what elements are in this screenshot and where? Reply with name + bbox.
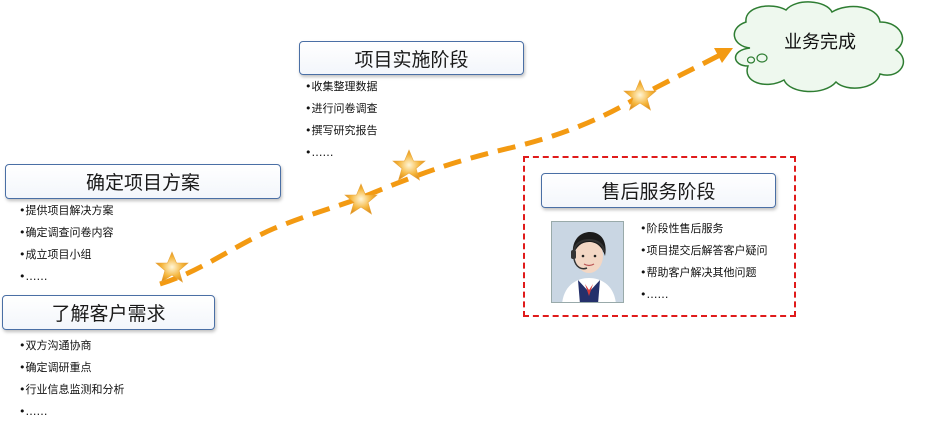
list-item: …… [640, 284, 768, 306]
stage-implement-title: 项目实施阶段 [299, 41, 524, 75]
list-item: 双方沟通协商 [19, 335, 125, 357]
stage-plan-title: 确定项目方案 [5, 164, 281, 199]
list-item: 收集整理数据 [305, 76, 378, 98]
star-icon [623, 79, 657, 111]
stage-plan-list: 提供项目解决方案 确定调查问卷内容 成立项目小组 …… [19, 200, 114, 288]
headset-agent-icon [552, 222, 623, 302]
aftersales-frame [523, 156, 796, 317]
star-icon [155, 251, 189, 283]
list-item: 确定调查问卷内容 [19, 222, 114, 244]
stage-implement-list: 收集整理数据 进行问卷调查 撰写研究报告 …… [305, 76, 378, 164]
star-icon [392, 149, 426, 181]
list-item: …… [305, 142, 378, 164]
stage-aftersales-list: 阶段性售后服务 项目提交后解答客户疑问 帮助客户解决其他问题 …… [640, 218, 768, 306]
list-item: 成立项目小组 [19, 244, 114, 266]
list-item: 行业信息监测和分析 [19, 379, 125, 401]
stage-understand-list: 双方沟通协商 确定调研重点 行业信息监测和分析 …… [19, 335, 125, 423]
list-item: 进行问卷调查 [305, 98, 378, 120]
list-item: 阶段性售后服务 [640, 218, 768, 240]
path-arrowhead [714, 48, 733, 63]
list-item: 确定调研重点 [19, 357, 125, 379]
list-item: …… [19, 266, 114, 288]
completion-label: 业务完成 [784, 32, 856, 53]
list-item: 提供项目解决方案 [19, 200, 114, 222]
star-icon [344, 183, 378, 215]
support-agent-photo [551, 221, 624, 303]
list-item: 帮助客户解决其他问题 [640, 262, 768, 284]
list-item: 撰写研究报告 [305, 120, 378, 142]
stage-understand-title: 了解客户需求 [2, 295, 215, 330]
stage-aftersales-title: 售后服务阶段 [541, 173, 776, 208]
list-item: 项目提交后解答客户疑问 [640, 240, 768, 262]
cloud-shape [733, 1, 904, 93]
list-item: …… [19, 401, 125, 423]
